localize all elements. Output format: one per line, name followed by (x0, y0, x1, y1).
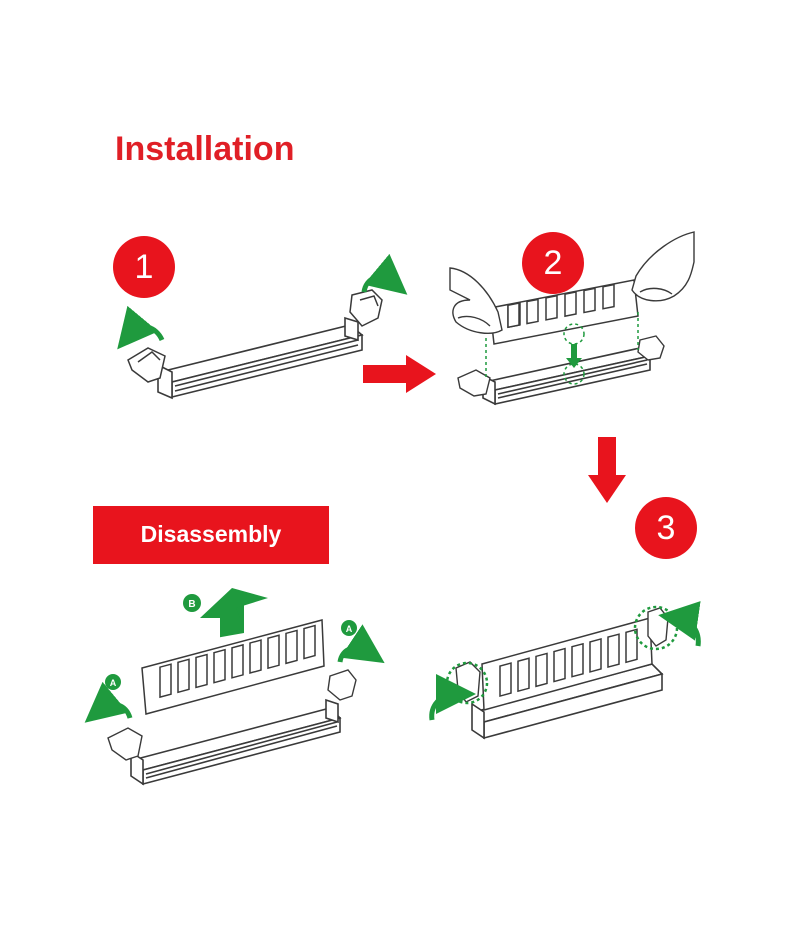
lift-up-arrow (200, 588, 268, 638)
badge-b: B (183, 594, 201, 612)
step2-right-latch (637, 335, 665, 361)
disassembly-right-latch (327, 669, 357, 701)
step2-right-hand (631, 231, 695, 302)
disassembly-slot (130, 698, 342, 786)
step1-slot (157, 316, 364, 400)
step-2-badge: 2 (522, 232, 584, 294)
badge-a-left: A (105, 674, 121, 690)
step2-left-hand (449, 267, 503, 334)
step1-left-rotate-arrow (117, 305, 165, 350)
disassembly-right-open-arrow (337, 624, 385, 664)
step-1-number: 1 (134, 248, 154, 286)
badge-a-right: A (341, 620, 357, 636)
disassembly-label: Disassembly (140, 521, 282, 547)
step2-alignment-guides (485, 312, 639, 385)
badge-b-label: B (188, 599, 195, 610)
badge-a-right-label: A (346, 624, 353, 634)
step3-left-close-arrow (429, 674, 476, 721)
disassembly-memory-module (141, 619, 325, 715)
step3-right-latch (647, 607, 669, 647)
installation-title: Installation (115, 130, 295, 168)
next-arrow-down (588, 437, 626, 503)
step-3-badge: 3 (635, 497, 697, 559)
disassembly-banner: Disassembly (93, 506, 329, 564)
step-2-number: 2 (543, 244, 563, 282)
disassembly-left-latch (107, 727, 143, 761)
step-3-number: 3 (656, 509, 676, 547)
step3-left-latch (455, 661, 481, 703)
step3-right-close-arrow (658, 601, 701, 647)
step-1-badge: 1 (113, 236, 175, 298)
step1-right-rotate-arrow (361, 253, 408, 295)
disassembly-left-open-arrow (84, 681, 133, 723)
badge-a-left-label: A (110, 678, 117, 688)
step1-left-latch (127, 347, 166, 383)
step2-slot (482, 347, 652, 406)
step2-left-latch (457, 369, 491, 397)
next-arrow-right (363, 355, 436, 393)
